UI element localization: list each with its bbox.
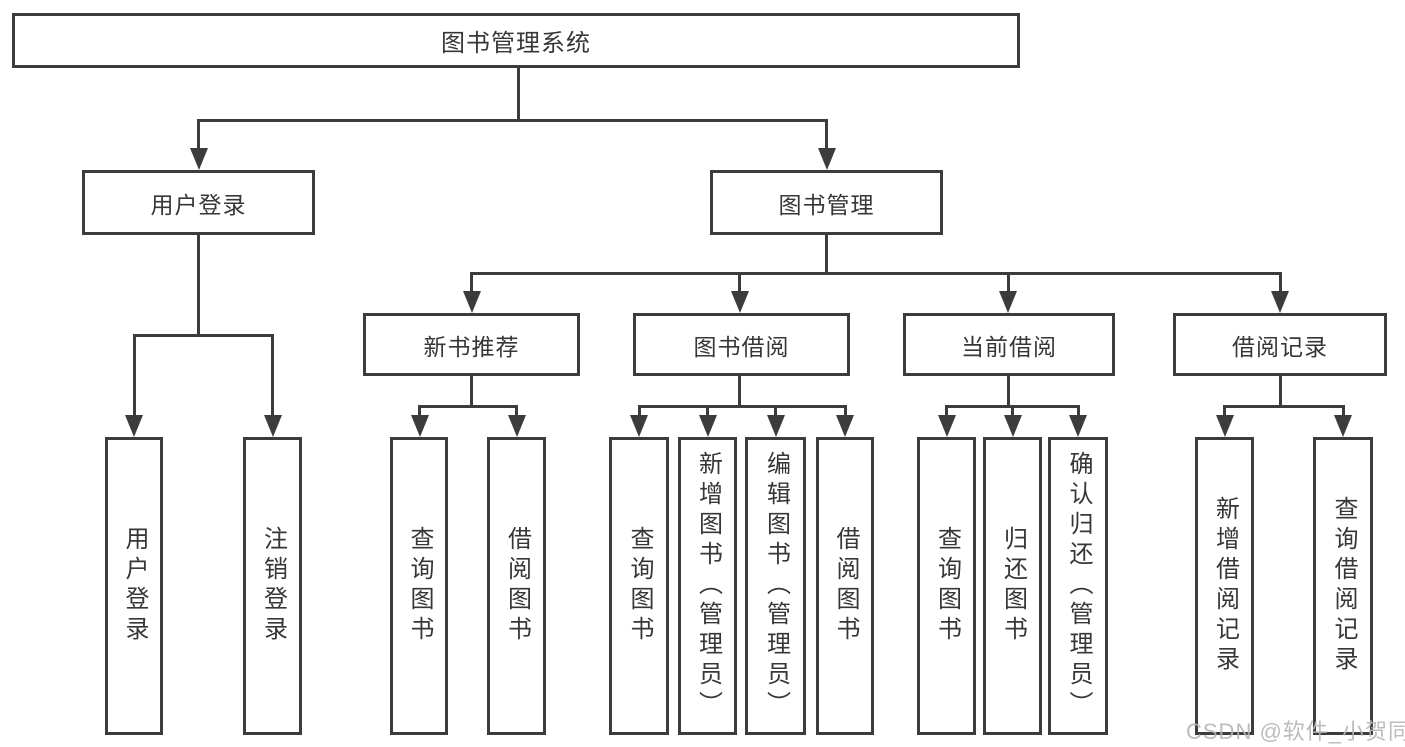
leaf-borrow-borrow-books: 借阅图书: [816, 437, 874, 735]
connector-drop: [1076, 406, 1080, 417]
node-new-book-recommend: 新书推荐: [363, 313, 580, 376]
connector-drop: [843, 406, 847, 417]
node-book-management-label: 图书管理: [778, 191, 875, 218]
arrowhead-icon: [937, 415, 956, 437]
connector-trunk: [516, 68, 520, 120]
arrowhead-icon: [1215, 415, 1234, 437]
connector-trunk: [470, 376, 473, 406]
connector-drop: [197, 120, 200, 150]
arrowhead-icon: [1334, 415, 1352, 437]
node-book-borrow-label: 图书借阅: [693, 333, 790, 360]
connector-drop: [637, 406, 641, 417]
connector-branch: [418, 404, 518, 408]
leaf-recommend-query-books-label: 查询图书: [406, 526, 433, 646]
arrowhead-icon: [1271, 291, 1289, 313]
leaf-records-query-record-label: 查询借阅记录: [1330, 496, 1357, 676]
leaf-recommend-borrow-books-label: 借阅图书: [503, 526, 531, 646]
connector-trunk: [197, 235, 200, 335]
connector-drop: [1341, 406, 1345, 417]
connector-drop: [515, 406, 518, 417]
connector-drop: [945, 406, 948, 417]
arrowhead-icon: [1069, 415, 1087, 437]
node-user-login: 用户登录: [82, 170, 315, 235]
connector-drop: [706, 406, 709, 417]
connector-drop: [132, 335, 136, 417]
connector-drop: [271, 335, 274, 417]
node-book-borrow: 图书借阅: [633, 313, 850, 376]
leaf-recommend-query-books: 查询图书: [390, 437, 448, 735]
leaf-current-confirm-return-label: 确认归还（管理员）: [1065, 451, 1092, 721]
arrowhead-icon: [730, 291, 749, 313]
leaf-current-return-books: 归还图书: [983, 437, 1042, 735]
node-library-system: 图书管理系统: [12, 13, 1020, 68]
connector-branch: [132, 333, 274, 337]
arrowhead-icon: [462, 291, 481, 313]
leaf-logout-label: 注销登录: [259, 526, 287, 646]
arrowhead-icon: [1003, 415, 1022, 437]
connector-branch: [1223, 404, 1345, 408]
leaf-borrow-query-books: 查询图书: [609, 437, 669, 735]
node-current-borrow: 当前借阅: [903, 313, 1115, 376]
leaf-logout: 注销登录: [243, 437, 302, 735]
leaf-records-query-record: 查询借阅记录: [1313, 437, 1373, 735]
node-book-management: 图书管理: [710, 170, 943, 235]
connector-branch: [470, 271, 1282, 275]
node-library-system-label: 图书管理系统: [441, 30, 591, 57]
arrowhead-icon: [507, 415, 526, 437]
connector-drop: [738, 273, 741, 293]
leaf-borrow-query-books-label: 查询图书: [626, 526, 653, 646]
leaf-borrow-add-books-label: 新增图书（管理员）: [694, 451, 722, 721]
leaf-records-add-record-label: 新增借阅记录: [1211, 496, 1239, 676]
node-borrow-records: 借阅记录: [1173, 313, 1387, 376]
arrowhead-icon: [125, 415, 143, 437]
connector-drop: [825, 120, 828, 150]
arrowhead-icon: [698, 415, 717, 437]
connector-branch: [197, 118, 828, 122]
leaf-borrow-borrow-books-label: 借阅图书: [832, 526, 859, 646]
connector-drop: [1011, 406, 1014, 417]
connector-trunk: [825, 235, 828, 273]
arrowhead-icon: [630, 415, 648, 437]
connector-drop: [418, 406, 421, 417]
arrowhead-icon: [766, 415, 785, 437]
arrowhead-icon: [410, 415, 429, 437]
connector-trunk: [1278, 376, 1282, 406]
connector-drop: [470, 273, 473, 293]
leaf-current-confirm-return: 确认归还（管理员）: [1048, 437, 1108, 735]
arrowhead-icon: [817, 148, 836, 170]
leaf-user-login: 用户登录: [105, 437, 163, 735]
node-user-login-label: 用户登录: [150, 191, 247, 218]
arrowhead-icon: [836, 415, 854, 437]
connector-drop: [1278, 273, 1282, 293]
leaf-records-add-record: 新增借阅记录: [1195, 437, 1254, 735]
leaf-user-login-label: 用户登录: [121, 526, 148, 646]
arrowhead-icon: [999, 291, 1017, 313]
leaf-current-query-books: 查询图书: [917, 437, 976, 735]
arrowhead-icon: [263, 415, 282, 437]
connector-drop: [1223, 406, 1226, 417]
node-new-book-recommend-label: 新书推荐: [423, 333, 520, 360]
leaf-borrow-edit-books-label: 编辑图书（管理员）: [762, 451, 790, 721]
leaf-current-return-books-label: 归还图书: [999, 526, 1027, 646]
node-borrow-records-label: 借阅记录: [1232, 333, 1328, 360]
connector-drop: [774, 406, 777, 417]
connector-trunk: [1006, 376, 1010, 406]
arrowhead-icon: [189, 148, 208, 170]
connector-trunk: [738, 376, 741, 406]
leaf-current-query-books-label: 查询图书: [933, 526, 961, 646]
connector-branch: [637, 404, 847, 408]
leaf-recommend-borrow-books: 借阅图书: [487, 437, 546, 735]
csdn-watermark: CSDN @软件_小贺同学: [1186, 719, 1405, 744]
leaf-borrow-edit-books: 编辑图书（管理员）: [745, 437, 806, 735]
leaf-borrow-add-books: 新增图书（管理员）: [678, 437, 737, 735]
node-current-borrow-label: 当前借阅: [961, 333, 1057, 360]
connector-drop: [1006, 273, 1010, 293]
